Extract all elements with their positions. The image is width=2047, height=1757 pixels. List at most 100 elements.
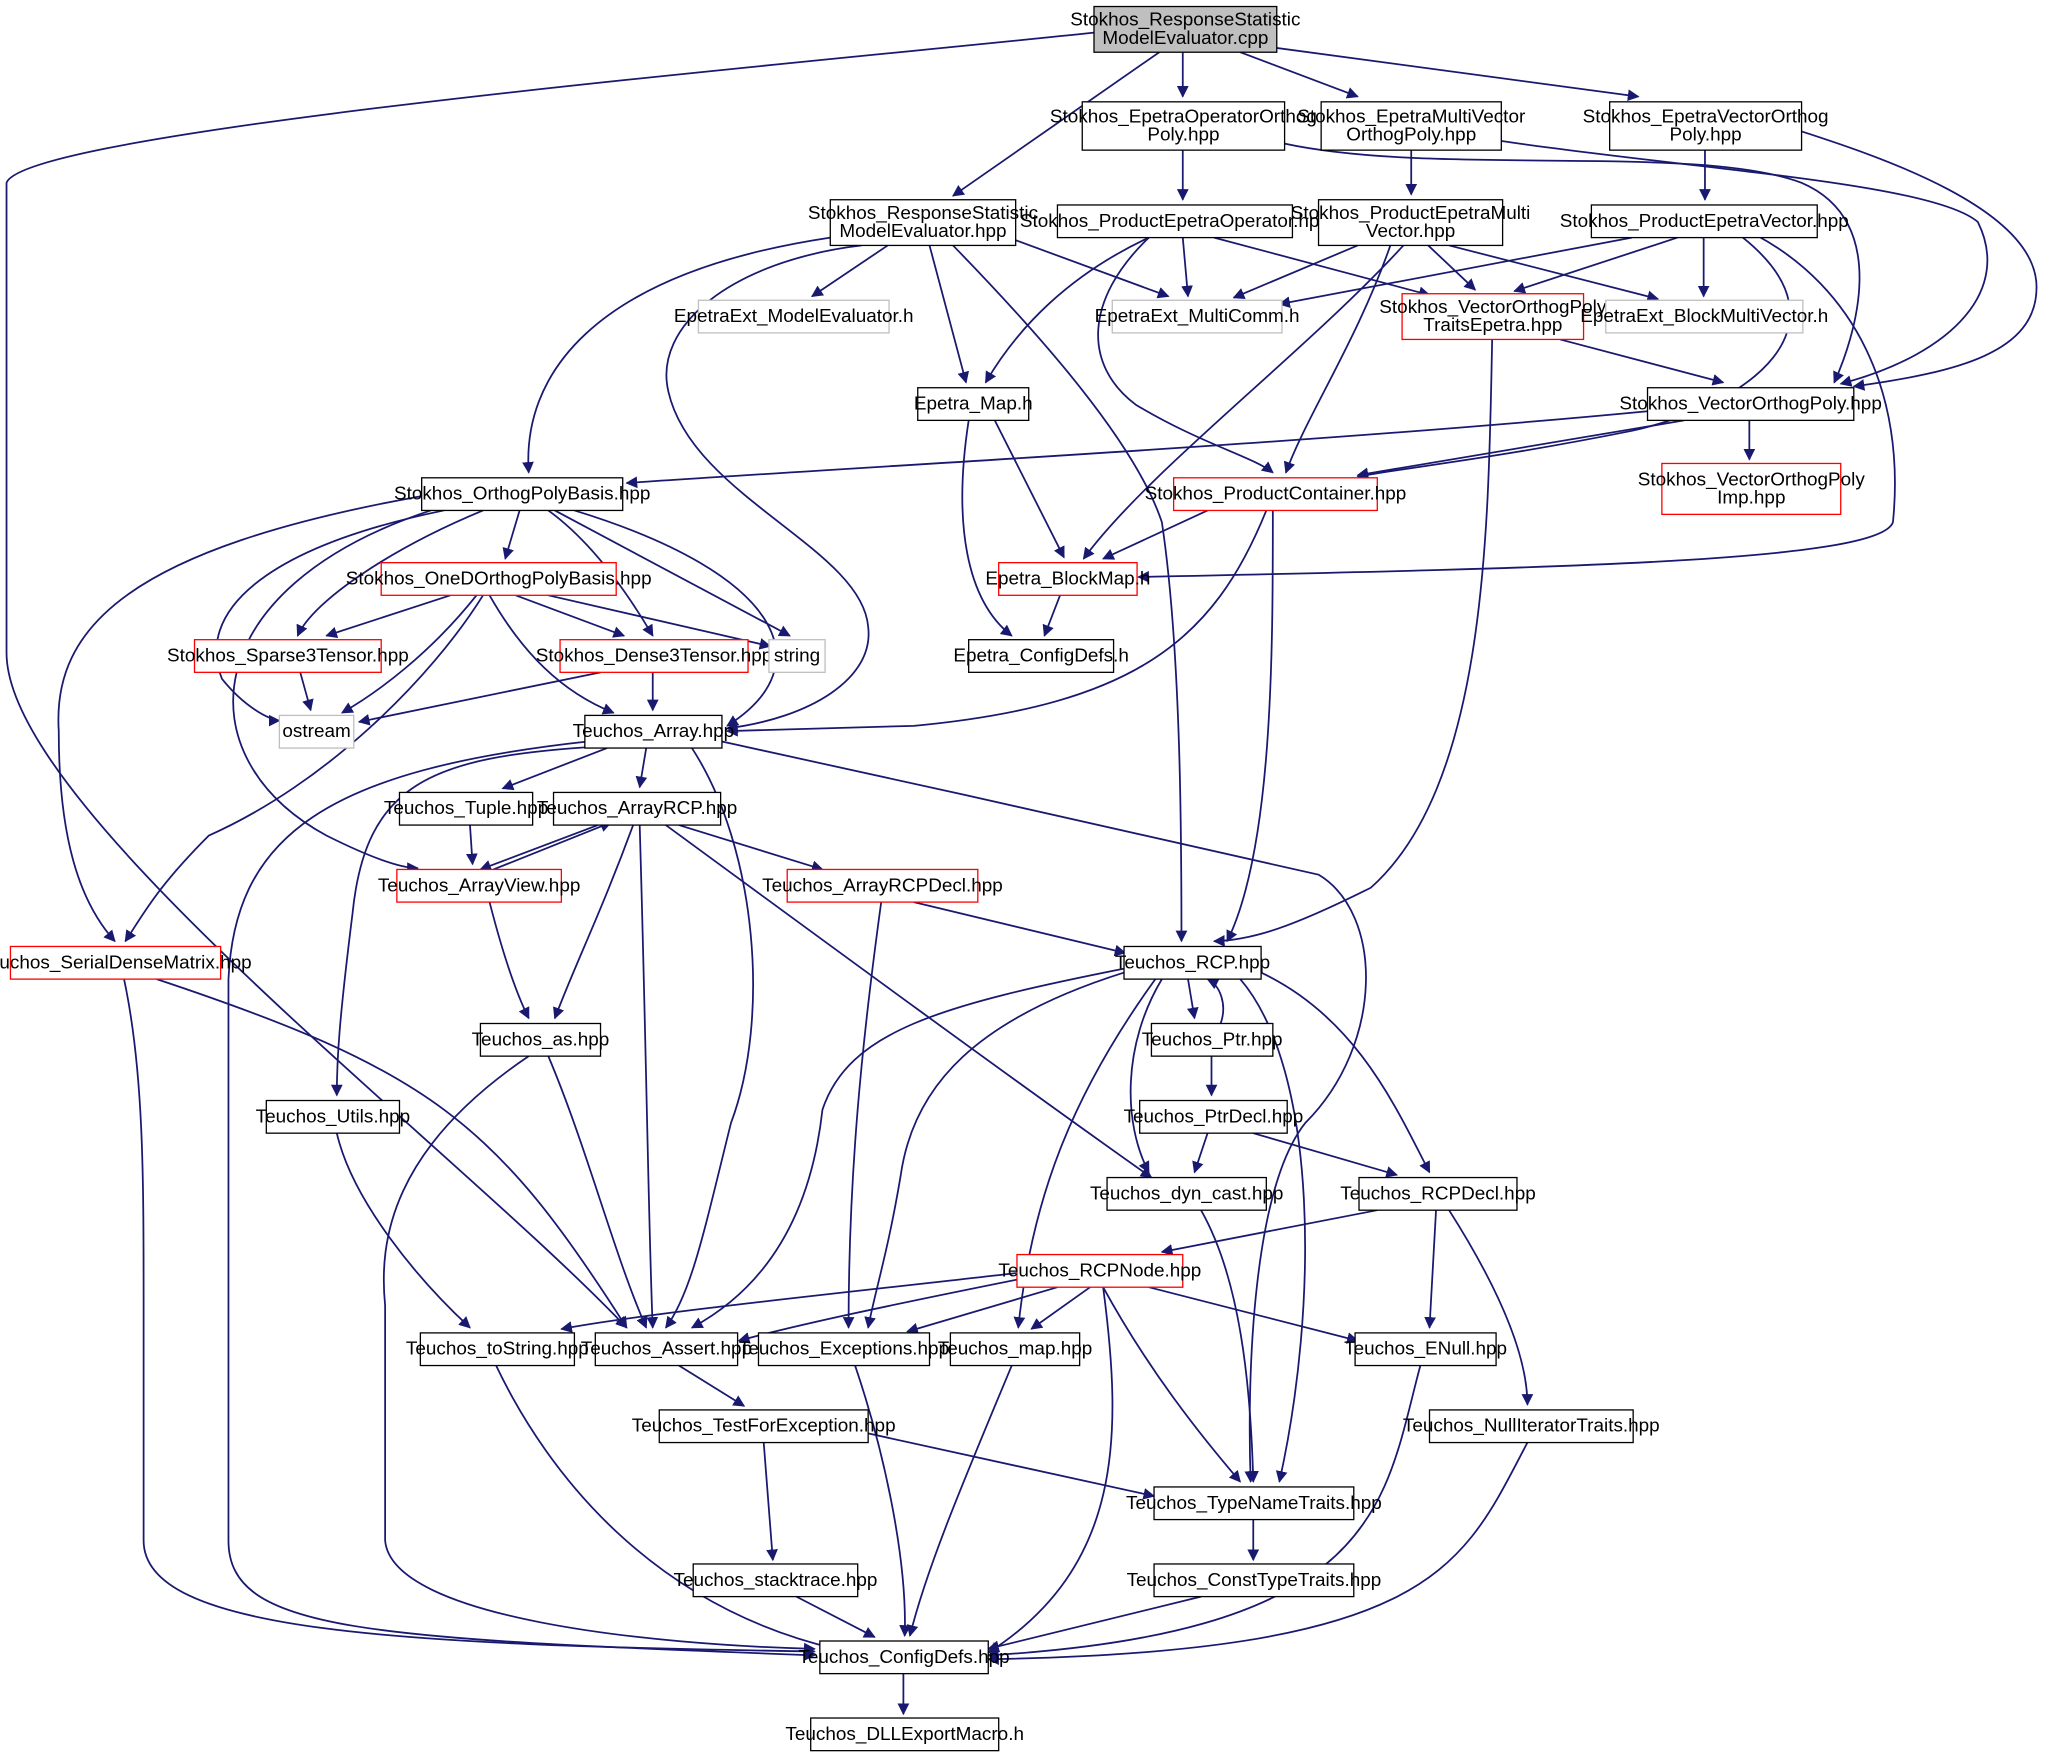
- edge-orthBasis-to-tArray: [574, 509, 778, 727]
- edge-tConstType-to-tConfigDefs: [987, 1595, 1202, 1653]
- node-box: [692, 1563, 859, 1598]
- node-box: [1401, 293, 1585, 341]
- node-label: Stokhos_ResponseStatistic: [1070, 10, 1300, 31]
- node-vop[interactable]: Stokhos_VectorOrthogPoly.hpp: [1619, 387, 1882, 422]
- node-label: Teuchos_Utils.hpp: [256, 1106, 410, 1127]
- edge-tRCPNode-to-tToString: [560, 1271, 1019, 1333]
- node-prodCont[interactable]: Stokhos_ProductContainer.hpp: [1145, 477, 1407, 512]
- node-label: Stokhos_OneDOrthogPolyBasis.hpp: [346, 568, 652, 589]
- node-label: Poly.hpp: [1147, 125, 1219, 146]
- edge-tRCP-to-tExceptions: [864, 971, 1125, 1329]
- edge-blockMap-to-configDefs: [1042, 594, 1061, 637]
- edge-root-to-epMVOrth: [1239, 51, 1359, 99]
- edge-tArrayRCP-to-tAs: [553, 824, 634, 1020]
- node-orthBasis[interactable]: Stokhos_OrthogPolyBasis.hpp: [394, 477, 650, 512]
- node-label: Stokhos_ProductEpetraMulti: [1291, 203, 1531, 224]
- edge-orthBasis-to-sparse3: [296, 509, 484, 637]
- node-tENull[interactable]: Teuchos_ENull.hpp: [1344, 1332, 1507, 1367]
- edge-tRCP-to-tAssert: [690, 967, 1125, 1329]
- node-oneDBasis[interactable]: Stokhos_OneDOrthogPolyBasis.hpp: [346, 562, 652, 596]
- edge-tRCPNode-to-tMap: [1030, 1286, 1091, 1330]
- node-prodEpVec[interactable]: Stokhos_ProductEpetraVector.hpp: [1560, 204, 1849, 239]
- node-configDefs[interactable]: Epetra_ConfigDefs.h: [953, 639, 1129, 673]
- edge-orthBasis-to-tSDM: [57, 495, 422, 943]
- node-label: Teuchos_dyn_cast.hpp: [1090, 1183, 1283, 1204]
- edge-epetraMap-to-configDefs: [961, 420, 1013, 637]
- node-ostream[interactable]: ostream: [278, 714, 355, 749]
- node-tRCP[interactable]: Teuchos_RCP.hpp: [1115, 945, 1270, 980]
- node-label: Stokhos_Dense3Tensor.hpp: [536, 646, 772, 667]
- node-tPtrDecl[interactable]: Teuchos_PtrDecl.hpp: [1124, 1099, 1304, 1134]
- node-root[interactable]: Stokhos_ResponseStatisticModelEvaluator.…: [1070, 5, 1300, 53]
- node-box: [421, 477, 624, 512]
- node-box: [968, 639, 1115, 673]
- node-string[interactable]: string: [768, 639, 826, 673]
- node-tToString[interactable]: Teuchos_toString.hpp: [406, 1332, 589, 1367]
- node-tArrayRCP[interactable]: Teuchos_ArrayRCP.hpp: [537, 791, 737, 826]
- node-tAssert[interactable]: Teuchos_Assert.hpp: [581, 1332, 752, 1367]
- node-label: TraitsEpetra.hpp: [1423, 315, 1562, 336]
- node-tPtr[interactable]: Teuchos_Ptr.hpp: [1142, 1022, 1283, 1057]
- edge-epOpOrth-to-vop: [1284, 142, 1861, 384]
- edge-prodCont-to-blockMap: [1102, 509, 1208, 560]
- node-tUtils[interactable]: Teuchos_Utils.hpp: [256, 1099, 410, 1134]
- node-tDynCast[interactable]: Teuchos_dyn_cast.hpp: [1090, 1176, 1283, 1211]
- node-tAs[interactable]: Teuchos_as.hpp: [472, 1022, 610, 1057]
- node-tArrayView[interactable]: Teuchos_ArrayView.hpp: [378, 868, 581, 903]
- node-label: Epetra_ConfigDefs.h: [953, 646, 1129, 667]
- node-label: ostream: [282, 721, 350, 742]
- node-label: Teuchos_toString.hpp: [406, 1339, 589, 1360]
- node-box: [1428, 1409, 1634, 1444]
- edge-tRCPDecl-to-tNullIter: [1448, 1209, 1534, 1406]
- node-tRCPNode[interactable]: Teuchos_RCPNode.hpp: [998, 1253, 1201, 1288]
- node-tExceptions[interactable]: Teuchos_Exceptions.hpp: [739, 1332, 949, 1367]
- node-label: EpetraExt_MultiComm.h: [1095, 306, 1300, 327]
- node-tArray[interactable]: Teuchos_Array.hpp: [573, 714, 735, 749]
- node-tStacktrace[interactable]: Teuchos_stacktrace.hpp: [674, 1563, 878, 1598]
- node-sparse3[interactable]: Stokhos_Sparse3Tensor.hpp: [167, 639, 409, 673]
- edge-tExceptions-to-tConfigDefs: [854, 1365, 911, 1637]
- edge-prodEpOp-to-epetraMap: [984, 236, 1150, 384]
- edge-rsmeHpp-to-epetraMap: [928, 245, 970, 384]
- node-prodEpOp[interactable]: Stokhos_ProductEpetraOperator.hpp: [1020, 204, 1330, 239]
- node-eeBlockMV[interactable]: EpetraExt_BlockMultiVector.h: [1580, 299, 1828, 334]
- node-eeModelEval[interactable]: EpetraExt_ModelEvaluator.h: [674, 299, 914, 334]
- edge-prodEpMV-to-eeMultiComm: [1232, 244, 1359, 299]
- edge-tArrayRCPDecl-to-tRCP: [913, 901, 1127, 957]
- node-label: Teuchos_map.hpp: [938, 1339, 1093, 1360]
- node-rsmeHpp[interactable]: Stokhos_ResponseStatisticModelEvaluator.…: [808, 199, 1038, 247]
- node-tConfigDefs[interactable]: Teuchos_ConfigDefs.hpp: [798, 1640, 1010, 1675]
- node-tConstType[interactable]: Teuchos_ConstTypeTraits.hpp: [1127, 1563, 1382, 1598]
- node-tSDM[interactable]: Teuchos_SerialDenseMatrix.hpp: [0, 945, 252, 980]
- node-label: Epetra_Map.h: [914, 394, 1033, 415]
- edge-vop-to-prodCont: [1356, 419, 1685, 480]
- node-tArrayRCPDecl[interactable]: Teuchos_ArrayRCPDecl.hpp: [762, 868, 1003, 903]
- edge-tArray-to-tTuple: [501, 747, 608, 791]
- node-tDLL[interactable]: Teuchos_DLLExportMacro.h: [785, 1717, 1024, 1752]
- node-tNullIter[interactable]: Teuchos_NullIteratorTraits.hpp: [1403, 1409, 1660, 1444]
- nodes-layer: Stokhos_ResponseStatisticModelEvaluator.…: [0, 5, 1882, 1752]
- node-tTypeName[interactable]: Teuchos_TypeNameTraits.hpp: [1126, 1486, 1382, 1521]
- edge-root-to-epVecOrth: [1259, 44, 1640, 102]
- node-dense3[interactable]: Stokhos_Dense3Tensor.hpp: [536, 639, 772, 673]
- edge-rsmeHpp-to-eeMultiComm: [1015, 239, 1170, 299]
- node-label: Teuchos_TypeNameTraits.hpp: [1126, 1493, 1382, 1514]
- node-tRCPDecl[interactable]: Teuchos_RCPDecl.hpp: [1340, 1176, 1536, 1211]
- node-tTuple[interactable]: Teuchos_Tuple.hpp: [384, 791, 548, 826]
- edge-tRCP-to-tPtr: [1186, 978, 1199, 1020]
- node-label: Stokhos_ProductEpetraVector.hpp: [1560, 211, 1849, 232]
- node-label: Stokhos_Sparse3Tensor.hpp: [167, 646, 409, 667]
- node-box: [1153, 1486, 1355, 1521]
- node-blockMap[interactable]: Epetra_BlockMap.h: [985, 562, 1150, 596]
- node-tTestForExc[interactable]: Teuchos_TestForException.hpp: [632, 1409, 896, 1444]
- node-epetraMap[interactable]: Epetra_Map.h: [914, 387, 1033, 422]
- node-tMap[interactable]: Teuchos_map.hpp: [938, 1332, 1093, 1367]
- node-eeMultiComm[interactable]: EpetraExt_MultiComm.h: [1095, 299, 1300, 334]
- edge-tArrayRCP-to-tArrayRCPDecl: [678, 824, 824, 872]
